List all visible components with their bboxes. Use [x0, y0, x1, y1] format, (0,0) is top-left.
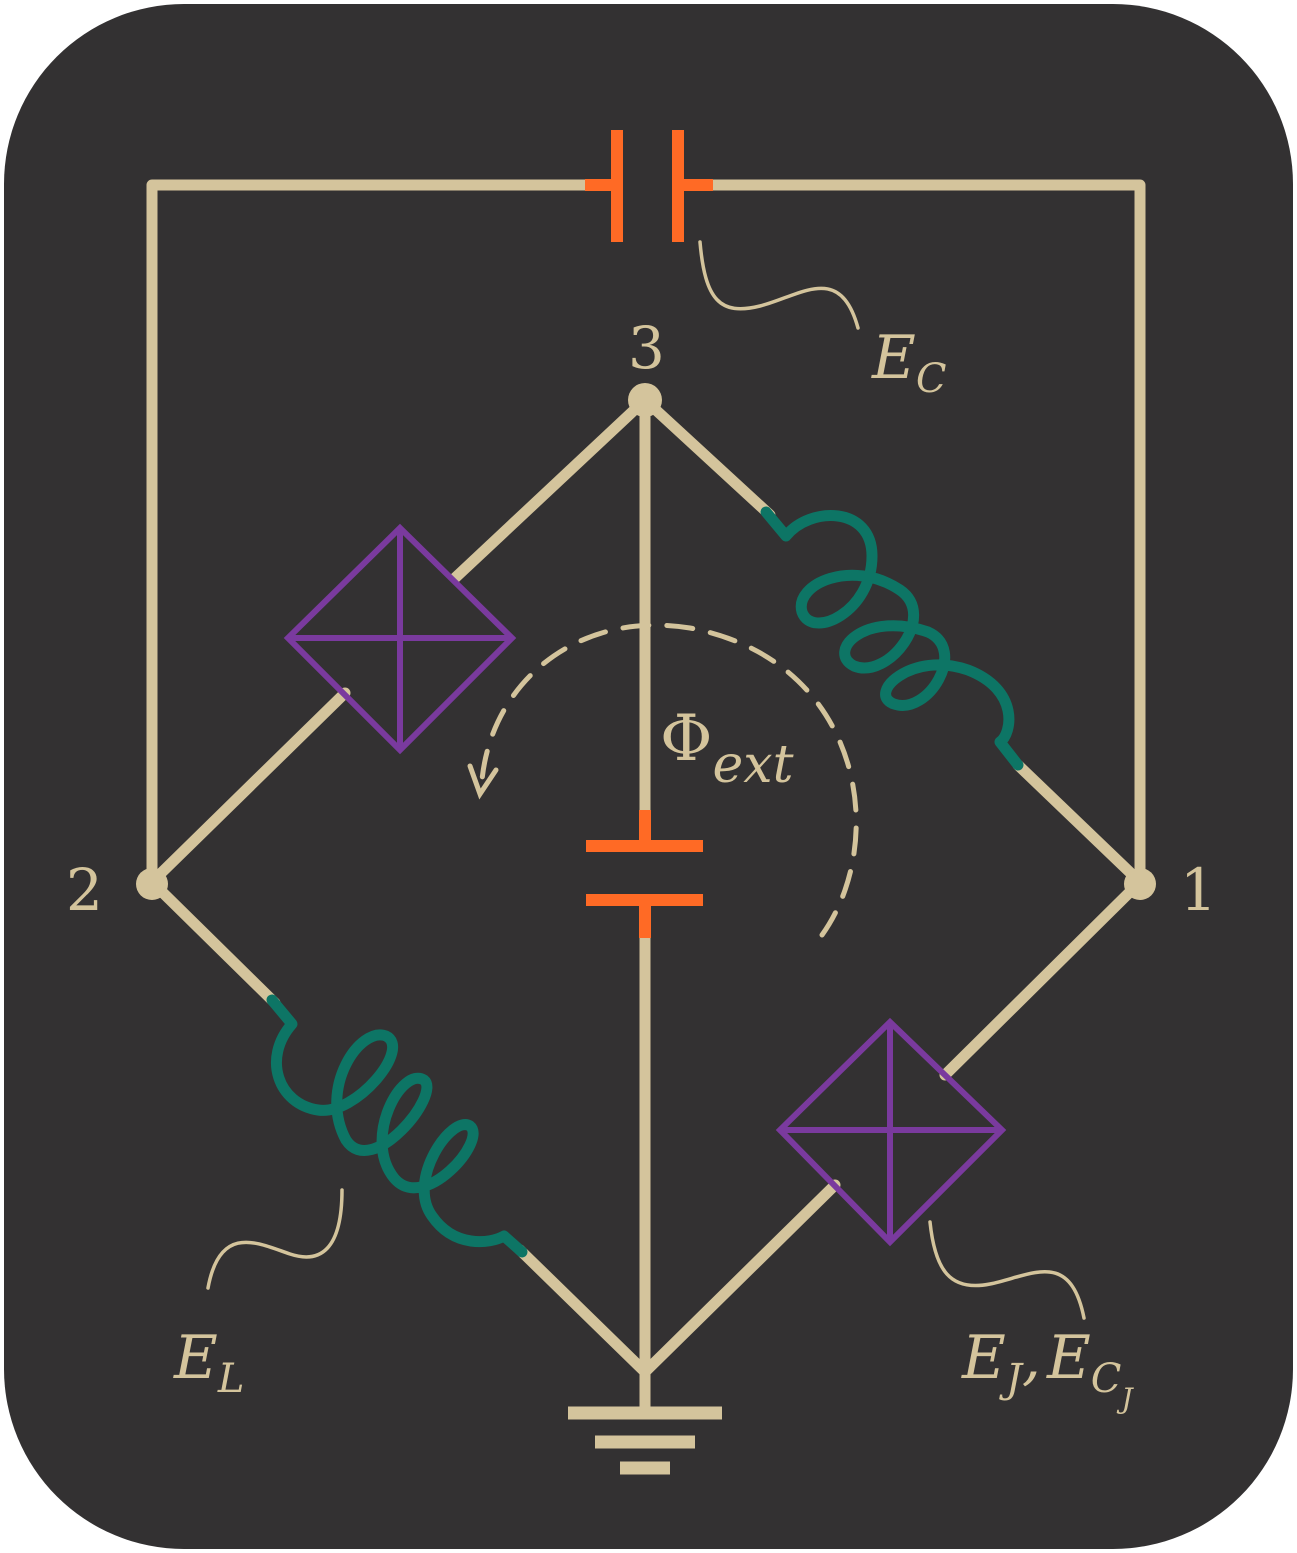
node-2-dot: [136, 868, 168, 900]
node-1-dot: [1124, 868, 1156, 900]
ec-label: EC: [871, 323, 946, 402]
wire-n1-to-right-junction: [939, 876, 1146, 1081]
wire-n2-to-left-inductor: [146, 876, 281, 1009]
flux-arrowhead: [467, 763, 499, 800]
ej-label-main: E: [961, 1323, 1006, 1393]
node-3-label: 3: [628, 314, 665, 382]
node-1-label: 1: [1180, 856, 1217, 924]
node-2-label: 2: [66, 856, 103, 924]
node-3-dot: [628, 383, 662, 417]
wire-n3-to-left-junction: [449, 394, 651, 584]
ej-label-sub2: C: [1091, 1356, 1122, 1402]
wire-left-junction-to-n2: [146, 687, 351, 888]
flux-arc: [479, 622, 859, 938]
inductor-top-right: [760, 506, 1024, 771]
annotation-leaders: [206, 240, 1086, 1320]
el-label-main: E: [173, 1323, 218, 1393]
wire-right-inductor-to-n1: [1012, 759, 1146, 888]
ec-label-sub: C: [916, 356, 947, 402]
wires: [146, 179, 1146, 1416]
wire-left-inductor-to-ground: [514, 1244, 651, 1378]
wire-top-right: [699, 179, 1146, 886]
phi-label-sub: ext: [712, 735, 793, 795]
wire-n3-to-right-inductor: [639, 394, 776, 521]
inductor-bottom-left: [266, 994, 528, 1258]
wire-right-junction-to-ground: [639, 1179, 841, 1378]
ej-label: EJ,ECJ: [961, 1323, 1134, 1415]
ej-label-sep: ,: [1022, 1323, 1041, 1393]
ec-leader: [698, 240, 860, 330]
phi-label: Φext: [660, 702, 794, 795]
wire-top-left: [146, 179, 601, 886]
flux-arrow: [467, 622, 859, 938]
el-label-sub: L: [217, 1356, 245, 1402]
ej-label-subsub2: J: [1116, 1382, 1134, 1415]
el-label: EL: [173, 1323, 244, 1402]
phi-label-main: Φ: [660, 702, 712, 776]
el-leader: [206, 1188, 344, 1290]
ej-label-main2: E: [1046, 1323, 1091, 1393]
nodes: [136, 383, 1156, 900]
junction-top-left: [283, 523, 517, 755]
junction-bottom-right: [775, 1017, 1007, 1247]
center-capacitor: [586, 810, 703, 938]
top-capacitor: [585, 130, 713, 242]
ec-label-main: E: [871, 323, 916, 393]
ground-symbol: [568, 1406, 722, 1475]
ej-leader: [928, 1220, 1086, 1320]
